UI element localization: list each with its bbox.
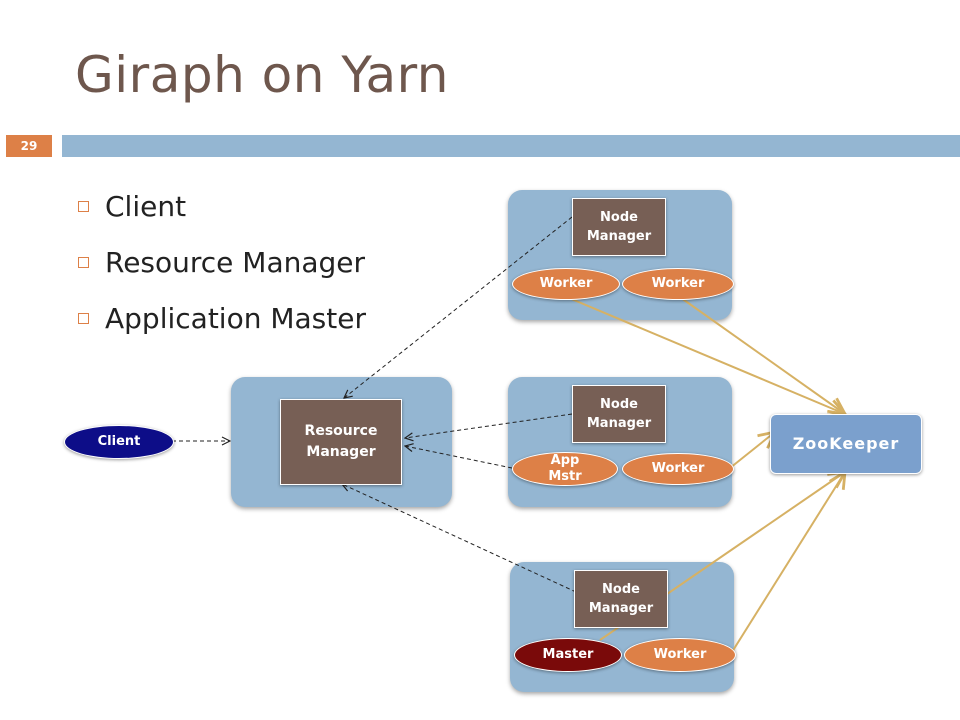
node-manager-box: Node Manager — [574, 570, 668, 628]
zookeeper-box: ZooKeeper — [770, 414, 922, 474]
node-manager-box: Node Manager — [572, 198, 666, 256]
square-bullet-icon — [78, 312, 89, 324]
worker-node: Worker — [622, 453, 734, 485]
app-mstr-to-rm-arrow — [405, 446, 513, 469]
bullet-item: Application Master — [78, 290, 366, 346]
worker-node: Worker — [512, 268, 620, 300]
resource-manager-box: Resource Manager — [280, 399, 402, 485]
worker-to-zookeeper-arrow — [561, 294, 845, 414]
node-bot-to-rm-arrow — [342, 484, 577, 593]
master-node: Master — [514, 638, 622, 672]
bullet-item: Resource Manager — [78, 234, 366, 290]
worker-to-zookeeper-arrow — [676, 294, 845, 414]
square-bullet-icon — [78, 200, 89, 212]
node-top-to-rm-arrow — [344, 216, 573, 398]
bullet-item: Client — [78, 178, 366, 234]
app-master-node: App Mstr — [512, 452, 618, 486]
worker-to-zookeeper-arrow — [729, 432, 775, 469]
worker-node: Worker — [624, 638, 736, 672]
client-node: Client — [64, 425, 174, 459]
node-mid-to-rm-arrow — [405, 413, 573, 438]
square-bullet-icon — [78, 256, 89, 268]
slide-title: Giraph on Yarn — [75, 46, 449, 104]
header-bar — [62, 135, 960, 157]
bullet-list: Client Resource Manager Application Mast… — [78, 178, 366, 346]
slide-number: 29 — [6, 135, 52, 157]
worker-to-zookeeper-arrow — [731, 472, 845, 653]
worker-node: Worker — [622, 268, 734, 300]
node-manager-box: Node Manager — [572, 385, 666, 443]
